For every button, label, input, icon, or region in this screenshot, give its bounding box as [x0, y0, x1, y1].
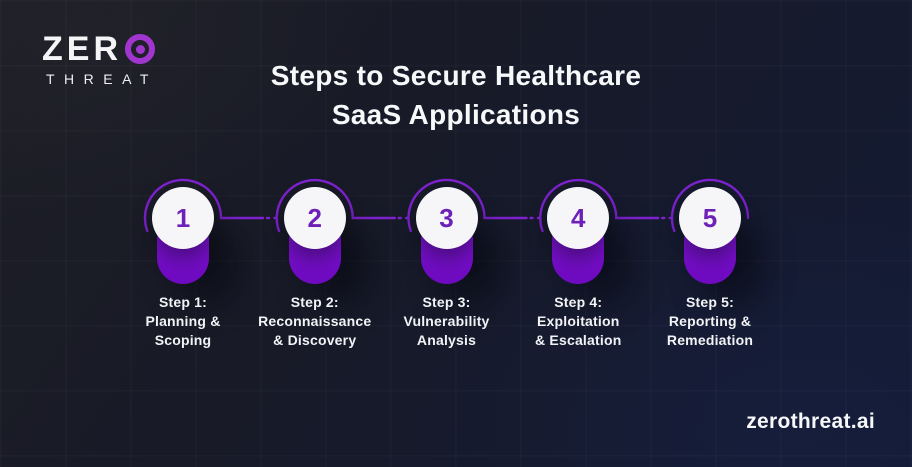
step-label-line: Exploitation — [536, 313, 620, 329]
step-circle: 2 — [283, 187, 346, 249]
step-label: Step 2: Reconnaissance & Discovery — [235, 293, 395, 350]
step-label-line: Planning & — [145, 313, 221, 329]
step-label: Step 3: Vulnerability Analysis — [367, 293, 527, 350]
zerothreat-logo: ZER THREAT — [42, 32, 158, 87]
step-label-line: Analysis — [416, 332, 477, 348]
step-label: Step 4: Exploitation & Escalation — [498, 293, 658, 350]
step-label-line: Reporting & — [668, 313, 752, 329]
step-circle: 5 — [679, 187, 741, 249]
title-line-1: Steps to Secure Healthcare — [270, 60, 642, 91]
logo-subtitle: THREAT — [46, 71, 158, 87]
step-label: Step 5: Reporting & Remediation — [630, 293, 790, 350]
step-number: 5 — [702, 203, 718, 233]
step-label-line: Step 1: — [158, 294, 208, 310]
page-title: Steps to Secure Healthcare SaaS Applicat… — [0, 56, 912, 134]
step-label-line: Scoping — [154, 332, 212, 348]
step-number: 4 — [571, 203, 586, 233]
step-label: Step 1: Planning & Scoping — [103, 293, 263, 350]
step-label-line: Step 5: — [685, 294, 735, 310]
step-label-line: Step 3: — [422, 294, 471, 310]
step-label-line: Step 4: — [554, 294, 603, 310]
step-circle: 1 — [152, 187, 214, 249]
step-label-line: & Discovery — [273, 332, 357, 348]
step-number: 3 — [439, 203, 454, 233]
step-label-line: Vulnerability — [403, 313, 490, 329]
step-number: 1 — [175, 203, 191, 233]
logo-target-icon — [125, 34, 155, 64]
step-circle: 4 — [547, 187, 610, 249]
step-label-line: Reconnaissance — [258, 313, 372, 329]
logo-letters: ZER — [42, 30, 122, 68]
website-text: zerothreat.ai — [746, 410, 875, 433]
step-number: 2 — [307, 203, 322, 233]
step-label-line: & Escalation — [535, 332, 622, 348]
step-label-line: Remediation — [666, 332, 754, 348]
step-label-line: Step 2: — [290, 294, 339, 310]
step-circle: 3 — [415, 187, 478, 249]
title-line-2: SaaS Applications — [331, 99, 581, 130]
